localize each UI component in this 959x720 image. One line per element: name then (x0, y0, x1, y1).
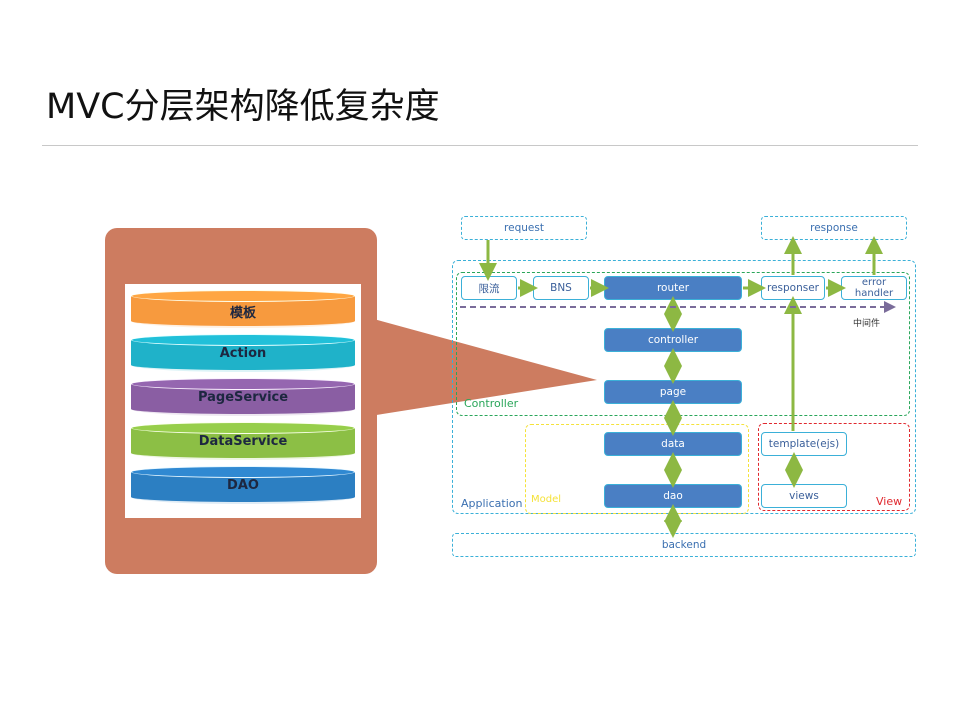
stack-layer-label: DAO (227, 478, 259, 493)
data-box: data (604, 432, 742, 456)
responser-box: responser (761, 276, 825, 300)
router-box: router (604, 276, 742, 300)
stack-layer-cap (131, 290, 355, 302)
stack-layer: PageService (131, 378, 355, 418)
stack-layer-label: Action (219, 346, 267, 361)
stack-layer-cap (131, 378, 355, 390)
stack-layer: 模板 (131, 290, 355, 330)
stack-layer-label: DataService (198, 434, 288, 449)
throttle-box: 限流 (461, 276, 517, 300)
response-box: response (761, 216, 907, 240)
bns-box: BNS (533, 276, 589, 300)
stack-layer: DAO (131, 466, 355, 506)
middleware-label: 中间件 (853, 319, 881, 329)
application-region-label: Application (461, 497, 523, 510)
backend-box: backend (452, 533, 916, 557)
stack-layer-label: PageService (197, 390, 289, 405)
controller-region-label: Controller (464, 397, 519, 410)
view-region-label: View (876, 495, 903, 508)
controller-region (456, 272, 910, 416)
stack-layer: Action (131, 334, 355, 374)
model-region (525, 424, 749, 514)
model-region-label: Model (531, 494, 562, 505)
stack-layer-cap (131, 334, 355, 346)
view-region (758, 423, 910, 511)
stack-layer-label: 模板 (229, 306, 256, 321)
controller-box: controller (604, 328, 742, 352)
error-handler-box: error handler (841, 276, 907, 300)
template-box: template(ejs) (761, 432, 847, 456)
stack-layer-cap (131, 422, 355, 434)
slide-title: MVC分层架构降低复杂度 (46, 87, 440, 127)
request-box: request (461, 216, 587, 240)
views-box: views (761, 484, 847, 508)
title-divider (42, 145, 918, 146)
stack-layer: DataService (131, 422, 355, 462)
stack-layer-cap (131, 466, 355, 478)
page-box: page (604, 380, 742, 404)
dao-box: dao (604, 484, 742, 508)
